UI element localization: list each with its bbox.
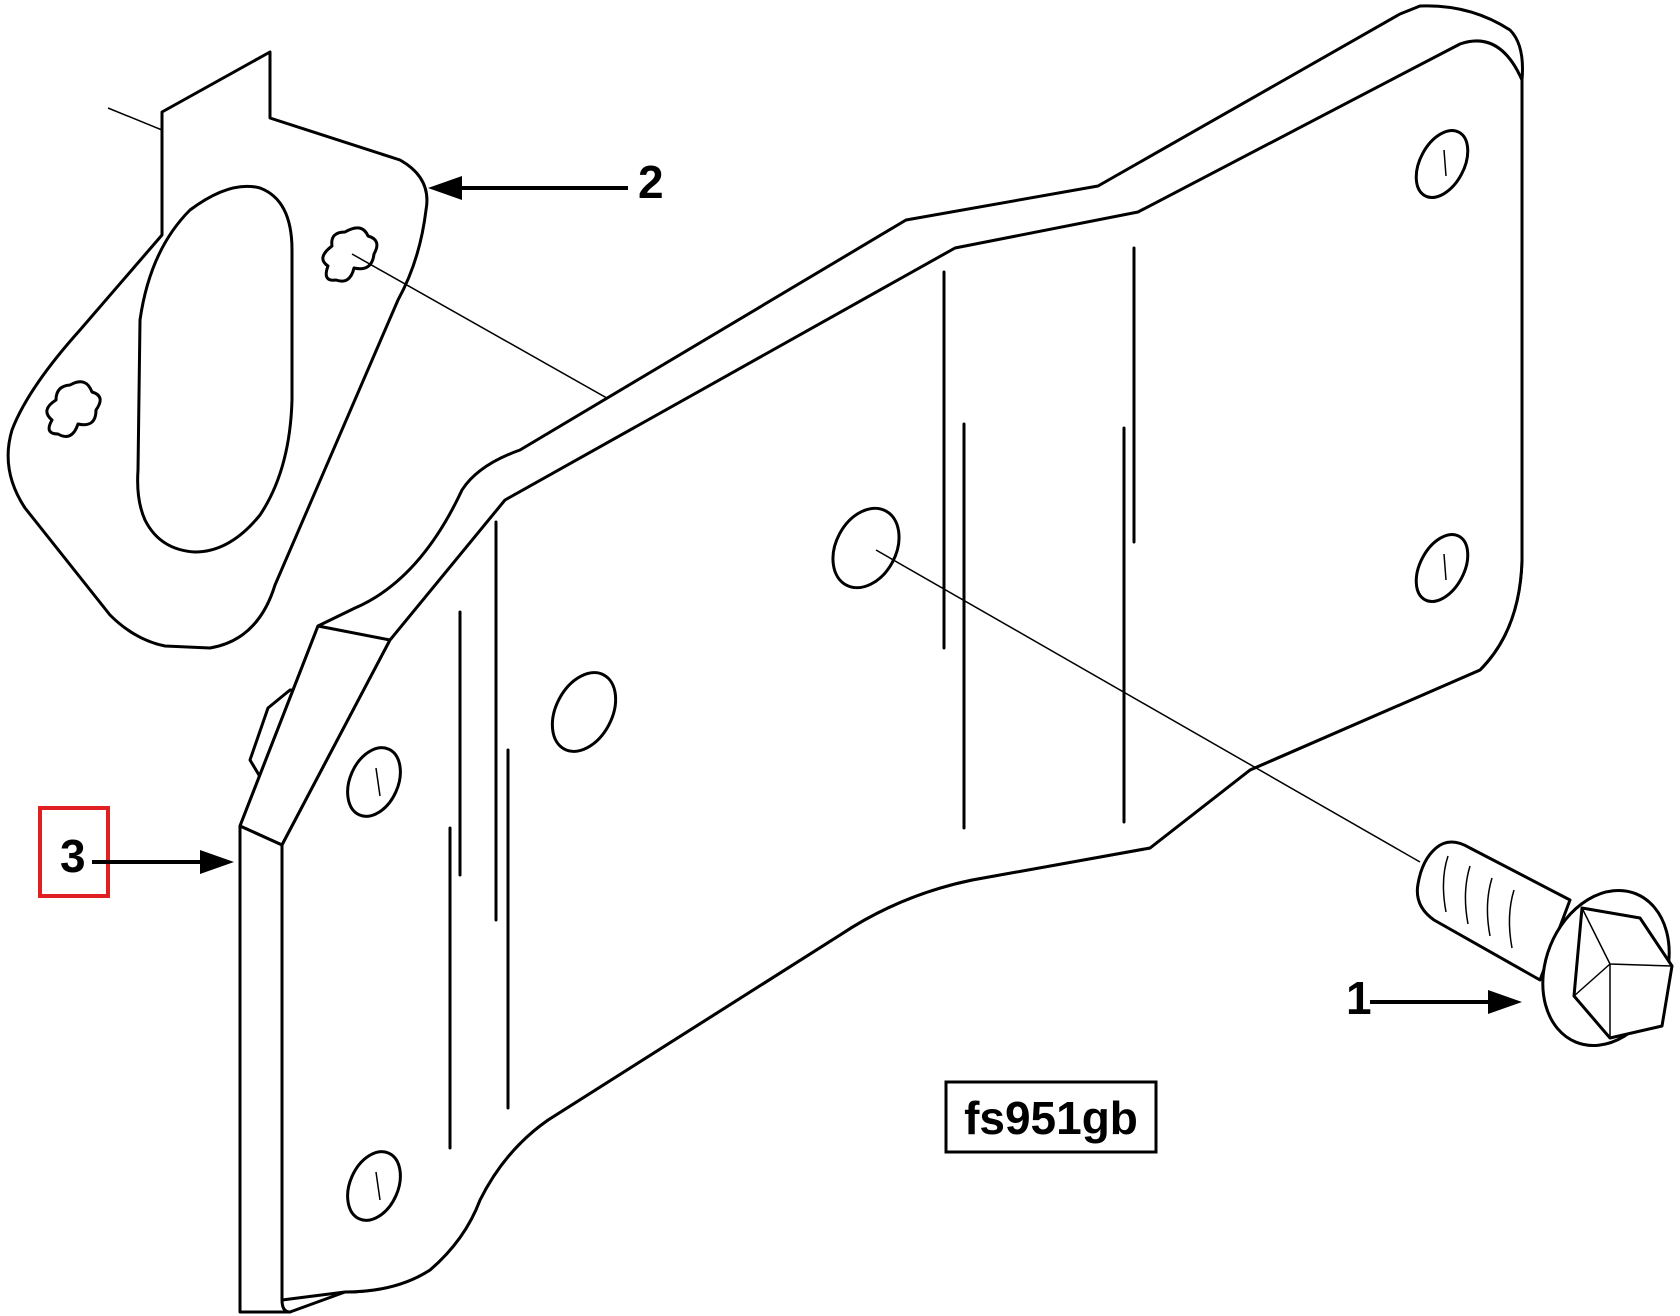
- bracket-front-face: [280, 39, 1524, 1302]
- bracket-hole-center: [831, 506, 901, 590]
- gasket-opening: [136, 184, 294, 554]
- reference-code-box: fs951gb: [944, 1080, 1158, 1154]
- bolt-part: [1415, 840, 1674, 1048]
- bracket-edge-front: [238, 824, 292, 1314]
- reference-code-frame: [944, 1080, 1158, 1154]
- bolt-thread: [1508, 889, 1515, 949]
- bolt-thread: [1464, 865, 1471, 925]
- bracket-hole-front-lower: [346, 1150, 402, 1222]
- hole-detail: [1443, 149, 1447, 177]
- callout-1-label: 1: [1346, 972, 1372, 1024]
- callout-1-arrowhead: [1488, 990, 1522, 1014]
- bracket-hole-top-right: [1414, 129, 1470, 199]
- gasket-part: [6, 50, 429, 650]
- bracket-hole-front-upper: [346, 746, 402, 818]
- reference-code-label: fs951gb: [964, 1092, 1138, 1144]
- bolt-shank: [1415, 840, 1572, 982]
- callout-2-label: 2: [638, 156, 664, 208]
- bolt-hex-edge: [1573, 963, 1611, 997]
- callout-3-arrowhead: [200, 850, 234, 874]
- bolt-alignment-line: [875, 549, 1421, 863]
- callout-3-highlight-box: [38, 806, 110, 898]
- bracket-hole-left: [550, 671, 618, 753]
- bolt-thread: [1486, 877, 1493, 937]
- gasket-bolt-hole-upper: [321, 226, 379, 283]
- hole-detail: [375, 767, 381, 797]
- callout-1[interactable]: 1: [1346, 972, 1522, 1024]
- callout-2[interactable]: 2: [428, 156, 664, 208]
- bolt-thread: [1442, 855, 1449, 913]
- callout-3[interactable]: 3: [38, 806, 234, 898]
- gasket-centerline-left: [107, 107, 163, 131]
- hole-detail: [375, 1171, 381, 1201]
- hole-detail: [1443, 553, 1447, 581]
- callout-2-arrowhead: [428, 176, 462, 200]
- callout-3-label: 3: [60, 830, 86, 882]
- bracket-part: [238, 4, 1524, 1314]
- bracket-hole-bottom-right: [1414, 533, 1470, 603]
- gasket-bolt-hole-lower: [45, 380, 102, 438]
